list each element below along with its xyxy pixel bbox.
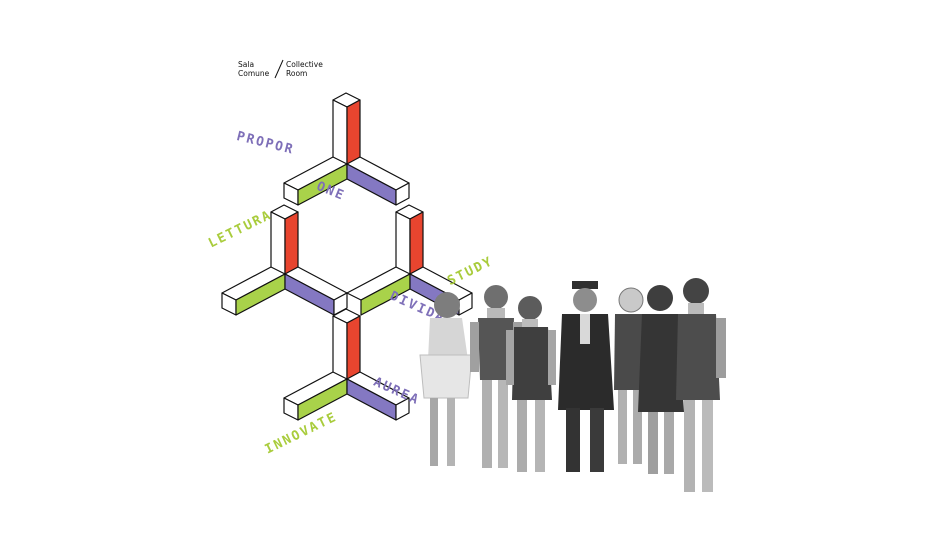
arm-ur-end <box>395 182 410 206</box>
person-figure-3 <box>506 296 556 472</box>
person-figure-6 <box>638 285 684 474</box>
person-figure-1 <box>419 292 473 466</box>
arm-ll-end <box>333 292 348 316</box>
person-figure-7 <box>676 278 726 492</box>
arm-br-end <box>395 397 410 421</box>
logo-text-comune: Comune <box>238 69 270 78</box>
person-figure-2 <box>470 285 522 468</box>
person-figure-5 <box>614 287 648 464</box>
logo-text-room: Room <box>286 69 308 78</box>
logo-text-sala: Sala <box>238 60 255 69</box>
logo-text-collective: Collective <box>286 60 323 69</box>
logo-slash-icon <box>274 59 284 79</box>
person-figure-4-suit <box>558 281 614 472</box>
